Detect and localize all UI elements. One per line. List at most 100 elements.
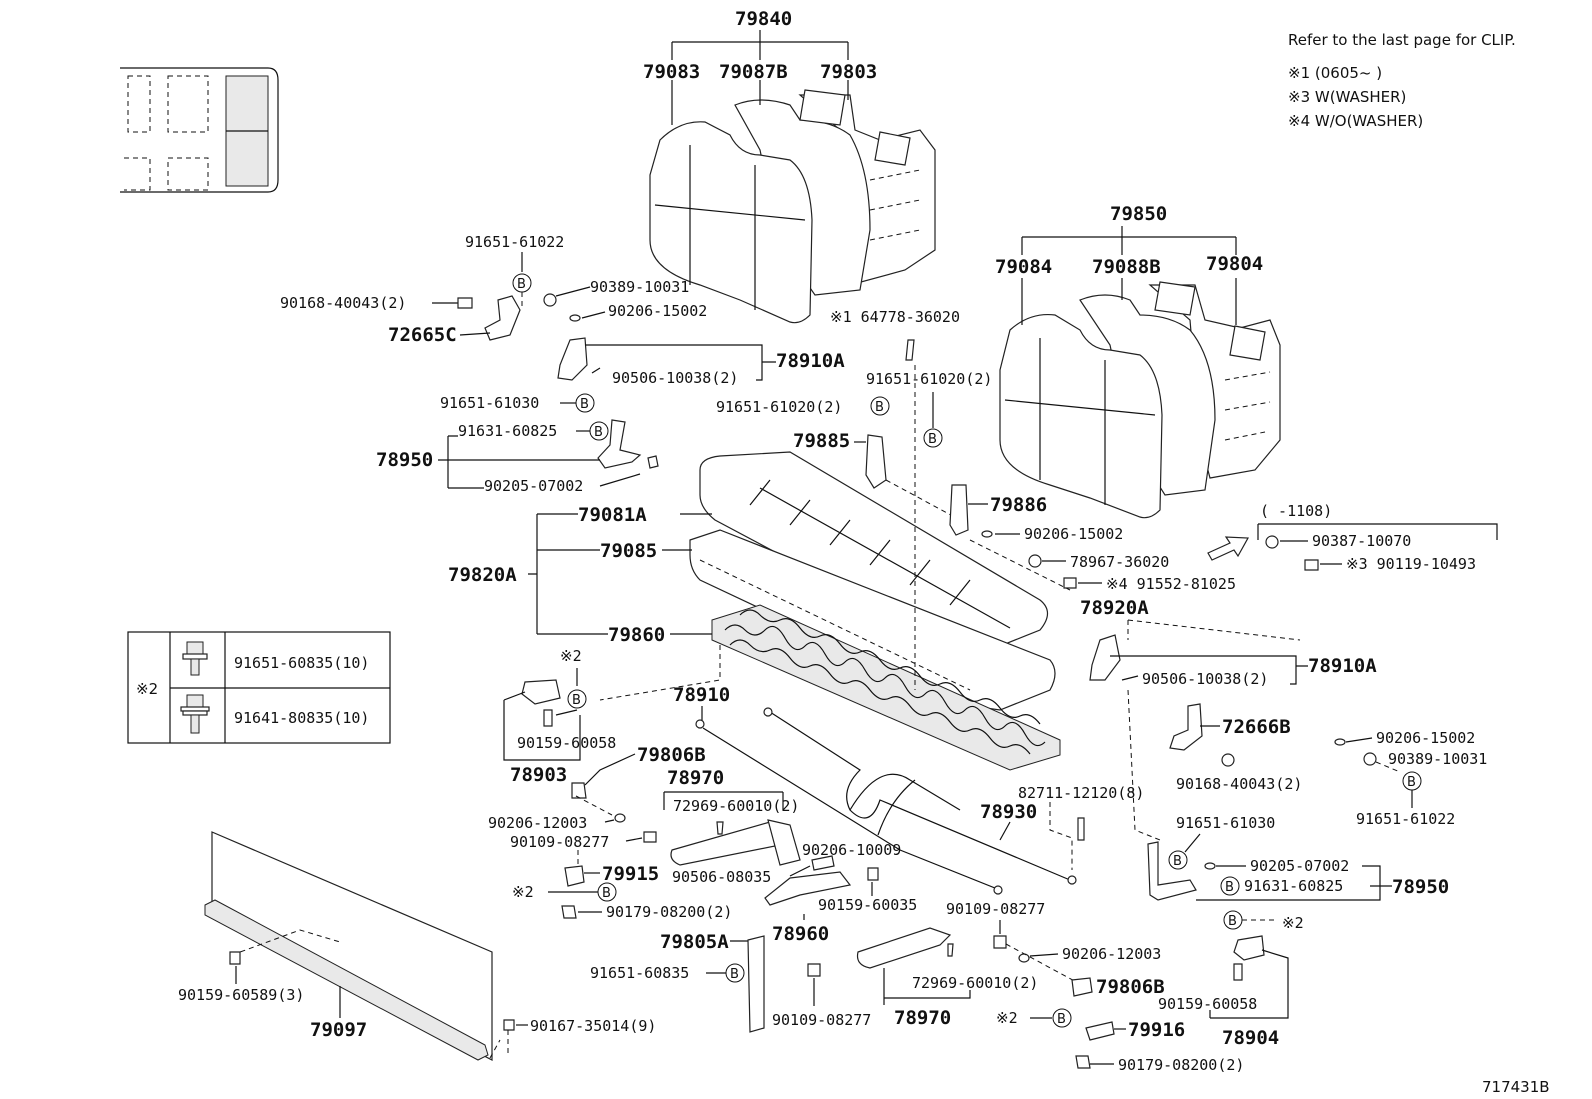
svg-text:90159-60058: 90159-60058 [1158,995,1257,1013]
svg-text:91651-61022: 91651-61022 [465,233,564,251]
svg-text:B: B [580,397,589,412]
svg-text:78967-36020: 78967-36020 [1070,553,1169,571]
svg-text:78960: 78960 [772,923,829,945]
hinge-72666B-cluster: 72666B 90168-40043(2) 90206-15002 90389-… [1169,703,1487,828]
svg-text:91651-61020(2): 91651-61020(2) [716,398,842,416]
flange-bolt-icon [182,641,208,676]
svg-text:90389-10031: 90389-10031 [1388,750,1487,768]
back-panel-79097: 90159-60589(3) 79097 90167-35014(9) [178,831,656,1061]
svg-text:90109-08277: 90109-08277 [946,900,1045,918]
svg-text:※1 64778-36020: ※1 64778-36020 [830,308,960,326]
svg-text:90179-08200(2): 90179-08200(2) [1118,1056,1244,1074]
svg-text:79083: 79083 [643,61,700,83]
svg-text:72666B: 72666B [1222,716,1291,738]
seat-back-assy-right [999,281,1281,519]
bolt-table: ※2 91651-60835(10) 91641-80835(10) [127,631,391,744]
svg-text:78904: 78904 [1222,1027,1279,1049]
seat-back-assy-left [649,89,936,324]
svg-text:90506-08035: 90506-08035 [672,868,771,886]
svg-text:90179-08200(2): 90179-08200(2) [606,903,732,921]
svg-text:90159-60589(3): 90159-60589(3) [178,986,304,1004]
svg-text:90109-08277: 90109-08277 [510,833,609,851]
svg-text:91651-61030: 91651-61030 [1176,814,1275,832]
svg-text:B: B [602,886,611,901]
svg-text:B: B [730,967,739,982]
svg-text:B: B [1407,775,1416,790]
note-3: ※3 W(WASHER) [1288,88,1406,106]
svg-text:78950: 78950 [376,449,433,471]
hinge-left-cluster: 91651-61022 B 90389-10031 90168-40043(2)… [280,233,845,387]
svg-text:90206-12003: 90206-12003 [488,814,587,832]
svg-text:72969-60010(2): 72969-60010(2) [912,974,1038,992]
svg-text:※2: ※2 [512,883,534,901]
svg-text:79084: 79084 [995,256,1052,278]
svg-text:90159-60035: 90159-60035 [818,896,917,914]
svg-text:78920A: 78920A [1080,597,1149,619]
svg-text:※2: ※2 [996,1009,1018,1027]
hinge-right-cluster: 78920A 90506-10038(2) 78910A [1080,597,1377,841]
svg-text:79804: 79804 [1206,253,1263,275]
svg-text:79805A: 79805A [660,931,729,953]
note-4: ※4 W/O(WASHER) [1288,112,1423,130]
svg-text:90168-40043(2): 90168-40043(2) [1176,775,1302,793]
svg-text:91651-60835: 91651-60835 [590,964,689,982]
svg-text:79840: 79840 [735,8,792,30]
clip-note: Refer to the last page for CLIP. [1288,31,1516,49]
svg-text:※2: ※2 [1282,914,1304,932]
svg-text:91631-60825: 91631-60825 [1244,877,1343,895]
svg-text:90206-15002: 90206-15002 [608,302,707,320]
washer-bolt-icon [180,694,210,734]
svg-text:90387-10070: 90387-10070 [1312,532,1411,550]
svg-text:B: B [928,432,937,447]
svg-text:B: B [1228,914,1237,929]
lower-right-cluster: ※2 B 79916 90179-08200(2) B ※2 90159-600… [996,910,1304,1074]
table-row-1: 91651-60835(10) [234,654,369,672]
svg-text:79088B: 79088B [1092,256,1161,278]
figure-id: 717431B [1482,1078,1550,1096]
svg-text:78950: 78950 [1392,876,1449,898]
svg-text:91651-61020(2): 91651-61020(2) [866,370,992,388]
table-row-2: 91641-80835(10) [234,709,369,727]
svg-text:90205-07002: 90205-07002 [1250,857,1349,875]
label-79820A-group: 79081A 79085 79820A 79860 [448,504,712,646]
svg-text:90206-15002: 90206-15002 [1024,525,1123,543]
svg-text:72665C: 72665C [388,324,457,346]
svg-text:82711-12120(8): 82711-12120(8) [1018,784,1144,802]
label-79840-group: 79840 79083 79087B 79803 [643,8,877,125]
svg-text:78903: 78903 [510,764,567,786]
svg-text:90206-12003: 90206-12003 [1062,945,1161,963]
svg-text:90167-35014(9): 90167-35014(9) [530,1017,656,1035]
svg-text:78970: 78970 [894,1007,951,1029]
svg-text:※2: ※2 [560,647,582,665]
svg-text:79087B: 79087B [719,61,788,83]
svg-text:79885: 79885 [793,430,850,452]
bracket-78950-right: 91651-61030 B 90205-07002 B 91631-60825 … [1147,814,1449,901]
svg-text:79916: 79916 [1128,1019,1185,1041]
svg-text:90206-10009: 90206-10009 [802,841,901,859]
svg-text:79085: 79085 [600,540,657,562]
svg-text:78910: 78910 [673,684,730,706]
svg-text:79081A: 79081A [578,504,647,526]
label-79850-group: 79850 79084 79088B 79804 [995,203,1263,325]
svg-text:90205-07002: 90205-07002 [484,477,583,495]
svg-text:B: B [517,277,526,292]
center-fasteners: ※1 64778-36020 91651-61020(2) B 91651-61… [716,308,1236,690]
svg-text:90109-08277: 90109-08277 [772,1011,871,1029]
svg-text:78910A: 78910A [1308,655,1377,677]
svg-text:79860: 79860 [608,624,665,646]
bracket-78950-left: 91651-61030 B 91631-60825 B 78950 90205-… [376,393,659,495]
svg-text:90159-60058: 90159-60058 [517,734,616,752]
svg-text:79097: 79097 [310,1019,367,1041]
lower-middle-cluster: 90109-08277 90206-12003 79806B [946,900,1165,998]
release-cables: 78910 78930 82711-12120(8) [673,684,1144,895]
svg-text:B: B [594,425,603,440]
svg-text:※4 91552-81025: ※4 91552-81025 [1106,575,1236,593]
svg-text:( -1108): ( -1108) [1260,502,1332,520]
svg-text:B: B [572,693,581,708]
lower-center-cluster: 79805A 91651-60835 B 90109-08277 72969-6… [590,927,1038,1033]
svg-text:90506-10038(2): 90506-10038(2) [612,369,738,387]
note-1: ※1 (0605~ ) [1288,64,1382,82]
vehicle-layout-thumbnail [120,67,279,193]
svg-text:79806B: 79806B [1096,976,1165,998]
